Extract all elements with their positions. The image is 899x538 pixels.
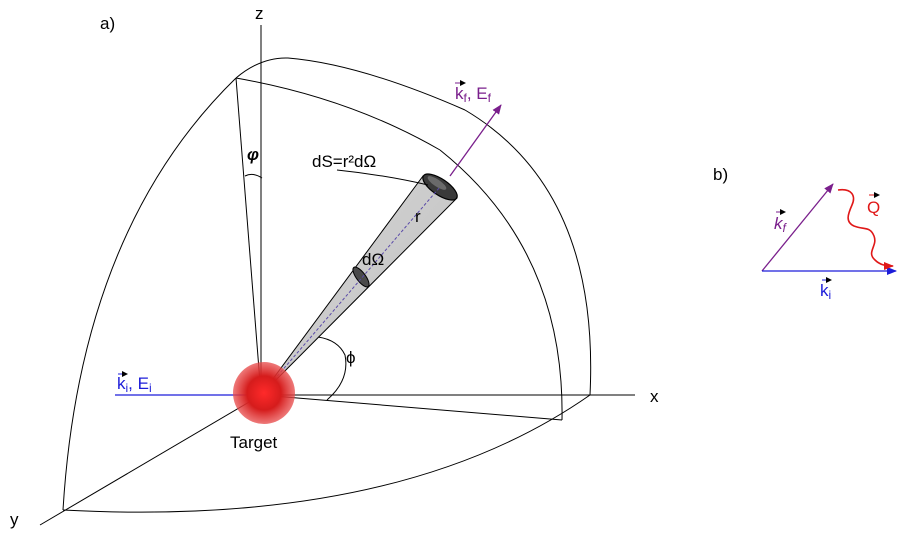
kf-triangle-label: kf	[774, 209, 788, 235]
x-axis-label: x	[650, 387, 659, 406]
svg-text:kf, Ef: kf, Ef	[455, 84, 492, 105]
inner-slice-top-arc	[235, 77, 441, 151]
svg-text:kf: kf	[774, 214, 788, 235]
cone-mid-ellipse	[352, 266, 370, 288]
scattered-label: kf, Ef	[455, 80, 492, 105]
ki-triangle-label: ki	[820, 277, 832, 302]
target-label: Target	[230, 433, 278, 452]
surface-element-pointer	[336, 169, 429, 186]
q-label: Q	[867, 192, 880, 217]
kf-subscript: f	[464, 91, 468, 105]
ki-subscript: i	[126, 381, 129, 395]
cone-center-line	[260, 186, 441, 396]
solid-angle-label: dΩ	[362, 250, 384, 269]
y-axis-label: y	[10, 510, 19, 529]
kf-scattered-arrow	[449, 104, 502, 177]
panel-a: a) z x y Target dS=r²dΩ dΩ r φ ϕ ki, Ei …	[10, 4, 659, 529]
radial-line-top	[235, 77, 262, 396]
panel-a-label: a)	[100, 14, 115, 33]
panel-b-label: b)	[713, 165, 728, 184]
polar-angle-arc	[244, 173, 263, 179]
svg-text:ki: ki	[820, 281, 831, 302]
radial-line-bottom	[260, 394, 563, 421]
surface-element-label: dS=r²dΩ	[312, 152, 376, 171]
kf-b-subscript: f	[783, 221, 788, 235]
solid-angle-cone	[260, 175, 458, 396]
inner-slice-right-arc	[439, 149, 563, 421]
azimuth-angle-arc	[317, 336, 347, 401]
ef-symbol: E	[476, 84, 487, 103]
radius-label: r	[415, 207, 421, 226]
incident-label: ki, Ei	[117, 371, 152, 395]
q-symbol: Q	[867, 198, 880, 217]
kf-symbol: k	[455, 84, 464, 103]
y-axis-line	[39, 394, 262, 526]
polar-angle-label: φ	[247, 145, 259, 164]
outer-sphere-top-arc	[235, 57, 466, 111]
ki-symbol: k	[117, 374, 126, 393]
ef-subscript: f	[488, 91, 492, 105]
azimuth-angle-label: ϕ	[346, 348, 356, 367]
outer-sphere-right-arc	[464, 109, 592, 396]
ki-b-subscript: i	[829, 288, 832, 302]
outer-sphere-bottom-arc	[62, 394, 591, 513]
red-sphere-icon	[233, 362, 295, 424]
ki-b-symbol: k	[820, 281, 829, 300]
kf-b-symbol: k	[774, 214, 784, 233]
cone-end-highlight	[427, 176, 447, 190]
ei-subscript: i	[149, 381, 152, 395]
panel-b: b) kf Q ki	[713, 165, 897, 302]
q-wavy-arrow	[837, 188, 894, 270]
ei-symbol: E	[138, 374, 149, 393]
kf-triangle-arrow	[761, 183, 834, 272]
outer-sphere-left-arc	[62, 77, 237, 511]
svg-text:ki, Ei: ki, Ei	[117, 374, 152, 395]
z-axis-label: z	[255, 4, 264, 23]
